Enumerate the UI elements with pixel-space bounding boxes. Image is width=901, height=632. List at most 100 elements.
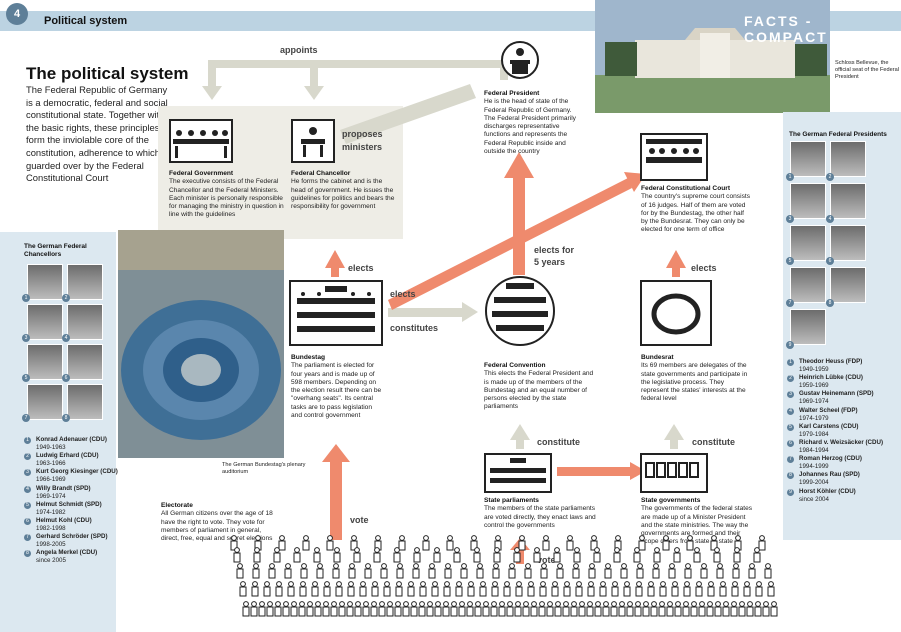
list-badge: 8 (787, 472, 794, 480)
voter-figure (386, 601, 394, 617)
voter-figure (754, 601, 762, 617)
list-badge: 3 (24, 469, 31, 477)
list-years: 1949-1963 (36, 444, 66, 452)
voter-figure (604, 563, 612, 579)
bundestag-photo (118, 230, 284, 458)
list-years: 1966-1969 (36, 476, 66, 484)
voter-figure (268, 563, 276, 579)
voter-figure (530, 601, 538, 617)
voter-figure (575, 581, 583, 597)
voter-figure (714, 601, 722, 617)
list-years: 1998-2005 (36, 541, 66, 549)
voter-figure (402, 601, 410, 617)
voter-figure (444, 563, 452, 579)
list-years: 1982-1998 (36, 525, 66, 533)
president-badge-3: 3 (786, 215, 794, 223)
voter-figure (746, 601, 754, 617)
constitutional-court-title: Federal Constitutional Court (641, 185, 731, 192)
voter-figure (287, 581, 295, 597)
list-badge: 6 (787, 439, 794, 447)
voter-figure (522, 601, 530, 617)
plenary-illustration (118, 230, 284, 458)
chancellor-badge-4: 4 (62, 334, 70, 342)
voter-figure (546, 601, 554, 617)
voter-figure (316, 563, 324, 579)
list-name: Walter Scheel (FDP) (799, 406, 858, 414)
chancellor-portrait-3 (27, 304, 63, 340)
voter-figure (233, 547, 241, 563)
voter-figure (666, 601, 674, 617)
constitutional-court-desc: The country's supreme court consists of … (641, 193, 750, 234)
voter-figure (566, 535, 574, 551)
voter-figure (394, 601, 402, 617)
president-portraits: 1 2 3 4 5 6 7 8 9 (786, 141, 870, 349)
list-years: 1969-1974 (799, 398, 829, 406)
voter-figure (638, 535, 646, 551)
voter-figure (753, 547, 761, 563)
voter-figure (673, 547, 681, 563)
state-governments-title: State governments (641, 497, 701, 504)
list-name: Richard v. Weizsäcker (CDU) (799, 438, 884, 446)
voter-figure (410, 601, 418, 617)
bundesrat-title: Bundesrat (641, 354, 674, 361)
list-name: Kurt Georg Kiesinger (CDU) (36, 468, 118, 476)
constitutes-label: constitutes (390, 323, 439, 333)
voter-figure (332, 563, 340, 579)
voter-figure (698, 601, 706, 617)
voter-figure (490, 601, 498, 617)
chancellor-badge-8: 8 (62, 414, 70, 422)
voter-figure (354, 601, 362, 617)
voter-figure (658, 601, 666, 617)
voter-figure (300, 563, 308, 579)
voter-figure (348, 563, 356, 579)
voter-figure (563, 581, 571, 597)
voter-figure (350, 535, 358, 551)
president-badge-5: 5 (786, 257, 794, 265)
voter-figure (498, 601, 506, 617)
list-name: Ludwig Erhard (CDU) (36, 452, 99, 460)
voter-figure (618, 601, 626, 617)
federal-chancellor-icon (291, 119, 335, 163)
voter-figure (513, 547, 521, 563)
federal-government-title: Federal Government (169, 170, 234, 177)
chancellor-portrait-2 (67, 264, 103, 300)
voter-figure (553, 547, 561, 563)
voter-figure (690, 601, 698, 617)
president-portrait-9 (790, 309, 826, 345)
federal-chancellor-desc: He forms the cabinet and is the head of … (291, 178, 395, 211)
chancellor-portrait-6 (67, 344, 103, 380)
voter-figure (590, 535, 598, 551)
voter-figure (278, 535, 286, 551)
vote-label-2: vote (537, 555, 556, 565)
voter-figure (700, 563, 708, 579)
voter-figure (422, 535, 430, 551)
chancellors-title: The German Federal Chancellors (24, 243, 87, 258)
list-years: 1974-1979 (799, 414, 829, 422)
voter-figure (695, 581, 703, 597)
list-years: 1969-1974 (36, 492, 66, 500)
president-portrait-7 (790, 267, 826, 303)
voter-figure (266, 601, 274, 617)
voter-figure (653, 547, 661, 563)
chancellor-portrait-8 (67, 384, 103, 420)
voter-figure (682, 601, 690, 617)
list-name: Horst Köhler (CDU) (799, 487, 856, 495)
list-name: Heinrich Lübke (CDU) (799, 374, 863, 382)
voter-figure (323, 581, 331, 597)
page-title: The political system (26, 64, 189, 83)
voter-figure (313, 547, 321, 563)
president-portrait-3 (790, 183, 826, 219)
voter-figure (426, 601, 434, 617)
president-badge-9: 9 (786, 341, 794, 349)
voter-figure (587, 581, 595, 597)
voter-figure (770, 601, 778, 617)
bundestag-desc: The parliament is elected for four years… (291, 362, 382, 420)
voter-figure (716, 563, 724, 579)
